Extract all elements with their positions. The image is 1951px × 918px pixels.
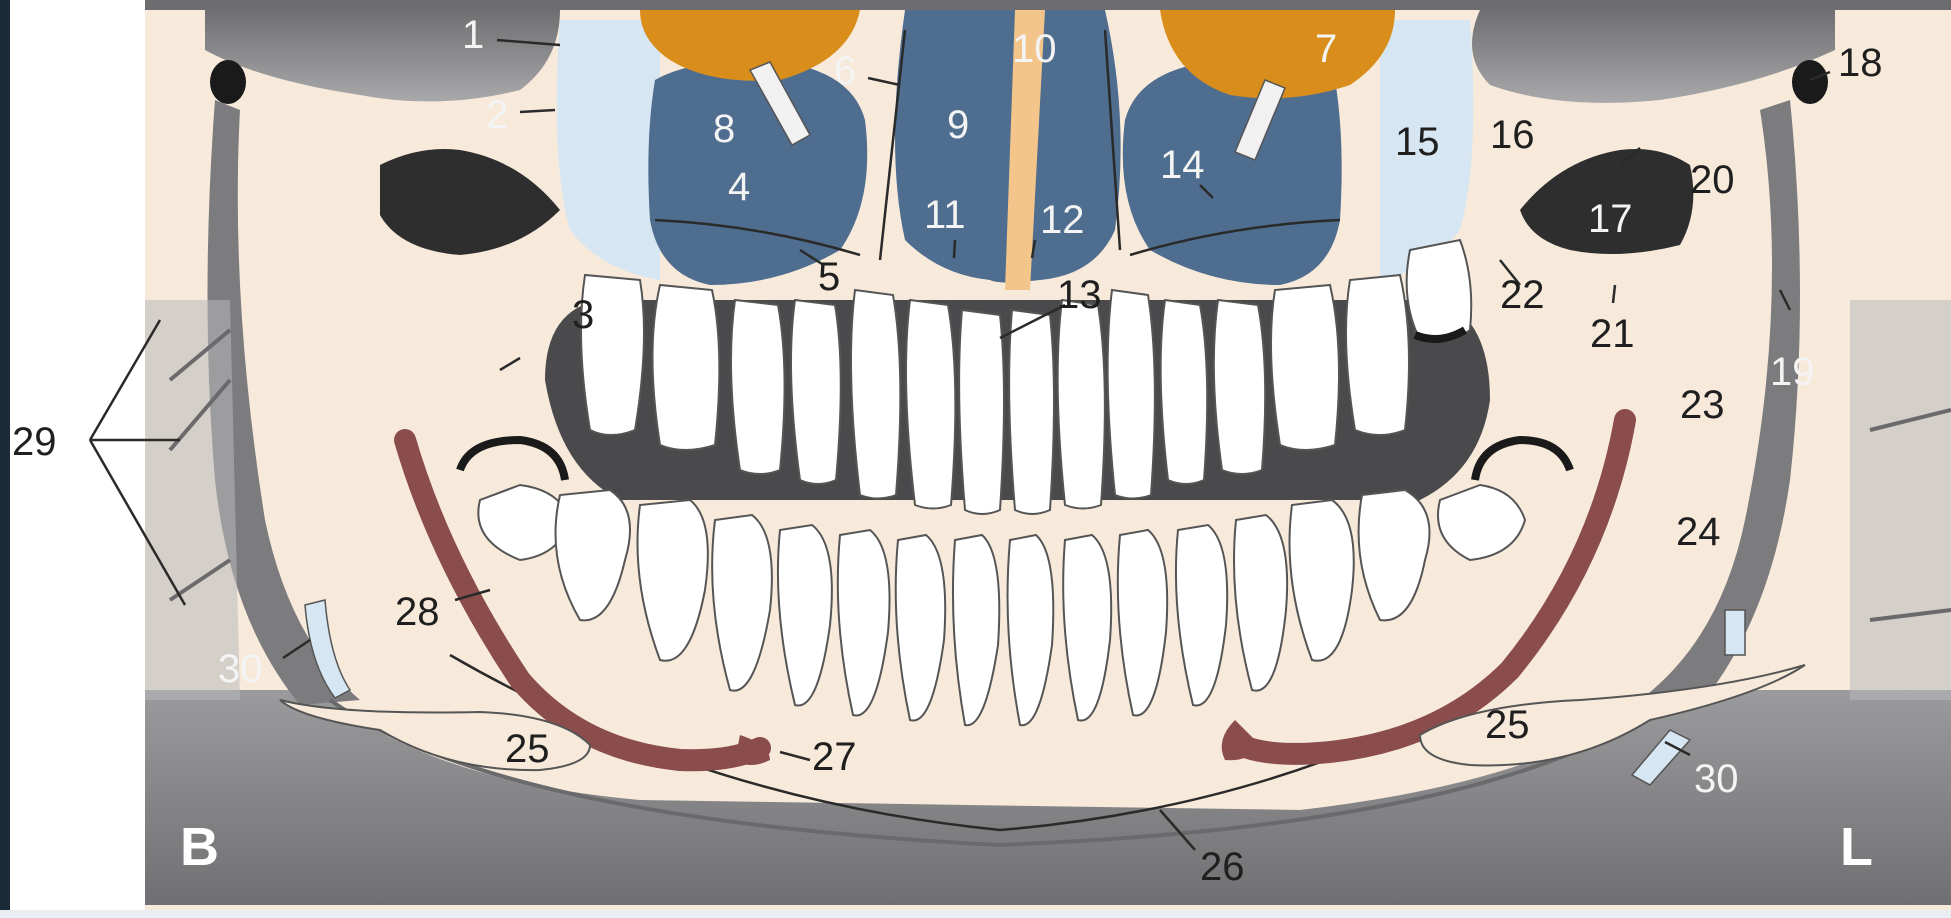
label-18: 18 [1838,41,1883,85]
label-10: 10 [1012,27,1057,71]
label-17: 17 [1588,197,1633,241]
label-1: 1 [462,13,484,57]
label-26: 26 [1200,845,1245,889]
label-29: 29 [12,420,57,464]
ear-marker-left [210,60,246,104]
label-14: 14 [1160,143,1205,187]
styloid-marker-left-upper-30 [1725,610,1745,655]
label-25-left: 25 [1485,703,1530,747]
corner-marker-l: L [1840,817,1873,877]
label-20: 20 [1690,158,1735,202]
label-3: 3 [572,293,594,337]
corner-marker-b: B [180,817,219,877]
label-13: 13 [1057,273,1102,317]
label-5: 5 [818,255,840,299]
label-2: 2 [486,93,508,137]
label-4: 4 [728,165,750,209]
maxillary-sinus-right-4 [648,60,867,285]
ear-marker-right [1792,60,1828,104]
label-30-right: 30 [218,647,263,691]
label-21: 21 [1590,312,1635,356]
label-15: 15 [1395,120,1440,164]
label-24: 24 [1676,510,1721,554]
label-19: 19 [1770,350,1815,394]
label-7: 7 [1315,27,1337,71]
label-12: 12 [1040,198,1085,242]
label-11: 11 [924,193,966,237]
label-6: 6 [834,49,856,93]
label-25-right: 25 [505,727,550,771]
cervical-spine-right [1850,300,1951,700]
label-27: 27 [812,735,857,779]
label-8: 8 [713,107,735,151]
top-frame-edge [145,0,1951,10]
label-22: 22 [1500,273,1545,317]
label-30-left: 30 [1694,757,1739,801]
label-23: 23 [1680,383,1725,427]
label-16: 16 [1490,113,1535,157]
label-28: 28 [395,590,440,634]
label-9: 9 [947,103,969,147]
